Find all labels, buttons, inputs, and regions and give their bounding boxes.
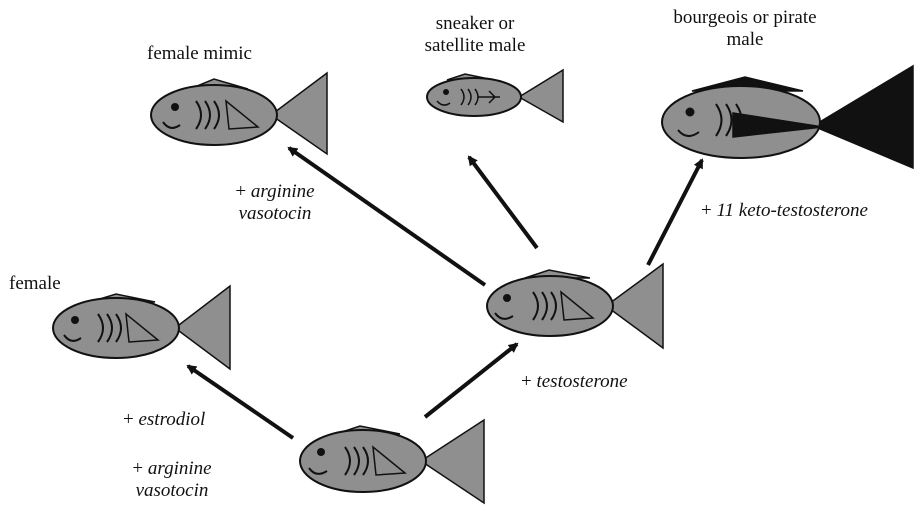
body <box>427 78 521 116</box>
treatment-avt-bottom-line1: arginine <box>148 458 212 479</box>
label-bourgeois: bourgeois or pirate male <box>650 7 840 51</box>
fish-sneaker <box>427 70 563 122</box>
body <box>487 276 613 336</box>
fish-center <box>487 264 663 348</box>
eye <box>71 316 79 324</box>
treatment-testosterone-text: testosterone <box>536 371 627 392</box>
label-sneaker-line1: sneaker or <box>405 13 545 35</box>
treatment-keto-text: 11 keto-testosterone <box>716 200 867 221</box>
fish-bottom <box>300 420 484 503</box>
arrow-center-to-sneaker <box>469 157 537 248</box>
eye <box>503 294 511 302</box>
tail-fin <box>421 420 484 503</box>
label-sneaker-line2: satellite male <box>405 35 545 57</box>
tail-fin <box>519 70 563 122</box>
fish-female-mimic <box>151 73 327 154</box>
eye <box>317 448 325 456</box>
tail-fin <box>606 264 663 348</box>
treatment-avt-top-line2: vasotocin <box>215 203 335 225</box>
treatment-avt-bottom: + arginine vasotocin <box>112 458 232 502</box>
eye <box>686 108 695 117</box>
label-bourgeois-line2: male <box>650 29 840 51</box>
label-female-mimic: female mimic <box>147 43 252 65</box>
arrow-bottom-to-center <box>425 344 517 417</box>
tail-fin <box>813 66 913 168</box>
body <box>300 430 426 492</box>
fish-female <box>53 286 230 369</box>
eye <box>171 103 179 111</box>
treatment-keto: + 11 keto-testosterone <box>701 200 868 222</box>
label-sneaker: sneaker or satellite male <box>405 13 545 57</box>
treatment-avt-top-prefix: + <box>235 181 250 202</box>
tail-fin <box>175 286 230 369</box>
treatment-avt-bottom-prefix: + <box>132 458 147 479</box>
label-female: female <box>9 273 61 295</box>
label-bourgeois-line1: bourgeois or pirate <box>650 7 840 29</box>
eye <box>443 89 449 95</box>
treatment-avt-top: + arginine vasotocin <box>215 181 335 225</box>
body <box>53 298 179 358</box>
tail-fin <box>271 73 327 154</box>
treatment-testosterone-prefix: + <box>521 371 536 392</box>
treatment-estrodiol-prefix: + <box>123 409 138 430</box>
treatment-testosterone: + testosterone <box>521 371 628 393</box>
body <box>151 85 277 145</box>
treatment-keto-prefix: + <box>701 200 716 221</box>
treatment-estrodiol-text: estrodiol <box>138 409 205 430</box>
arrow-center-to-bourgeois <box>648 160 702 265</box>
fish-bourgeois <box>662 66 913 168</box>
treatment-avt-top-line1: arginine <box>251 181 315 202</box>
treatment-avt-bottom-line2: vasotocin <box>112 480 232 502</box>
treatment-estrodiol: + estrodiol <box>123 409 205 431</box>
